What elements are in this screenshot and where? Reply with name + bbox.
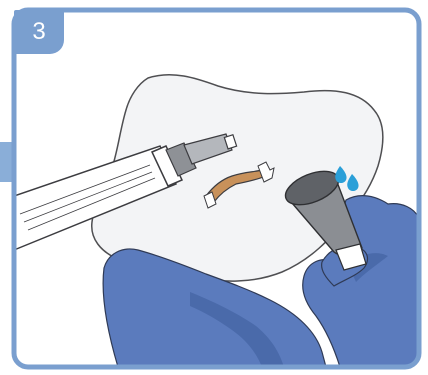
step-number: 3 (32, 18, 45, 46)
step-badge: 3 (14, 10, 64, 54)
